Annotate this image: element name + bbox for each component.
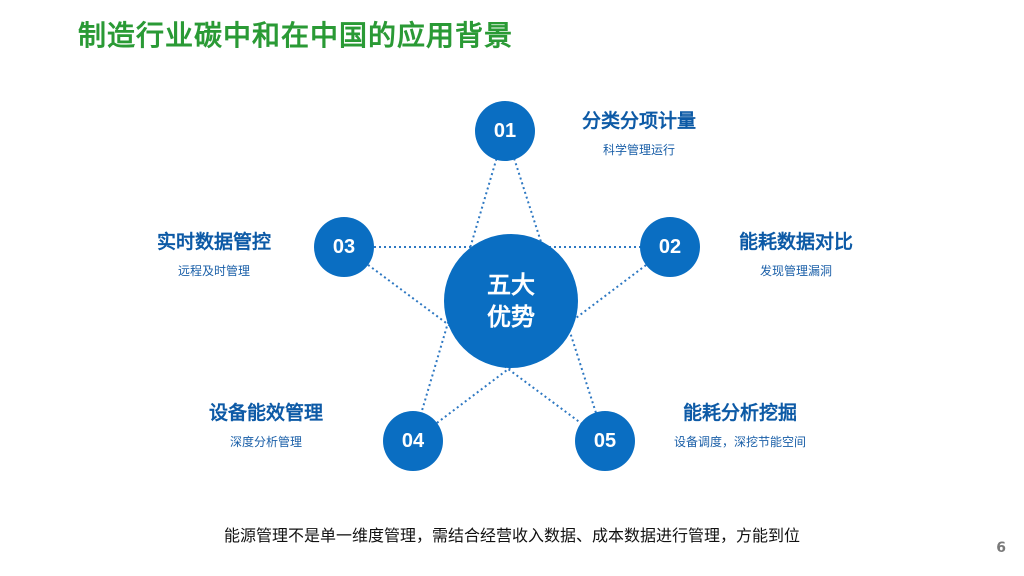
- line-01-04: [412, 129, 506, 442]
- label-01: 分类分项计量 科学管理运行: [556, 106, 722, 158]
- label-03-heading: 实时数据管控: [156, 231, 271, 253]
- label-03-sub: 远程及时管理: [177, 264, 250, 278]
- label-02: 能耗数据对比 发现管理漏洞: [713, 227, 879, 279]
- page-number: 6: [996, 540, 1006, 556]
- label-02-heading: 能耗数据对比: [738, 231, 853, 253]
- node-04: 04: [383, 411, 443, 471]
- page-title: 制造行业碳中和在中国的应用背景: [78, 19, 514, 52]
- node-03: 03: [314, 217, 374, 277]
- center-line-1: 五大: [487, 271, 535, 299]
- label-05: 能耗分析挖掘 设备调度，深挖节能空间: [650, 398, 830, 450]
- line-03-05: [343, 246, 606, 442]
- label-05-sub: 设备调度，深挖节能空间: [673, 435, 806, 449]
- label-03: 实时数据管控 远程及时管理: [131, 227, 297, 279]
- label-01-heading: 分类分项计量: [581, 110, 696, 132]
- node-01: 01: [475, 101, 535, 161]
- label-05-heading: 能耗分析挖掘: [682, 402, 797, 424]
- label-04-heading: 设备能效管理: [208, 402, 323, 424]
- label-01-sub: 科学管理运行: [602, 143, 675, 157]
- node-05: 05: [575, 411, 635, 471]
- center-circle: 五大 优势: [444, 234, 578, 368]
- label-02-sub: 发现管理漏洞: [759, 264, 832, 278]
- footer-note: 能源管理不是单一维度管理，需结合经营收入数据、成本数据进行管理，方能到位: [223, 526, 800, 545]
- node-02: 02: [640, 217, 700, 277]
- label-04: 设备能效管理 深度分析管理: [183, 398, 349, 450]
- label-04-sub: 深度分析管理: [229, 435, 302, 449]
- center-line-2: 优势: [487, 303, 535, 331]
